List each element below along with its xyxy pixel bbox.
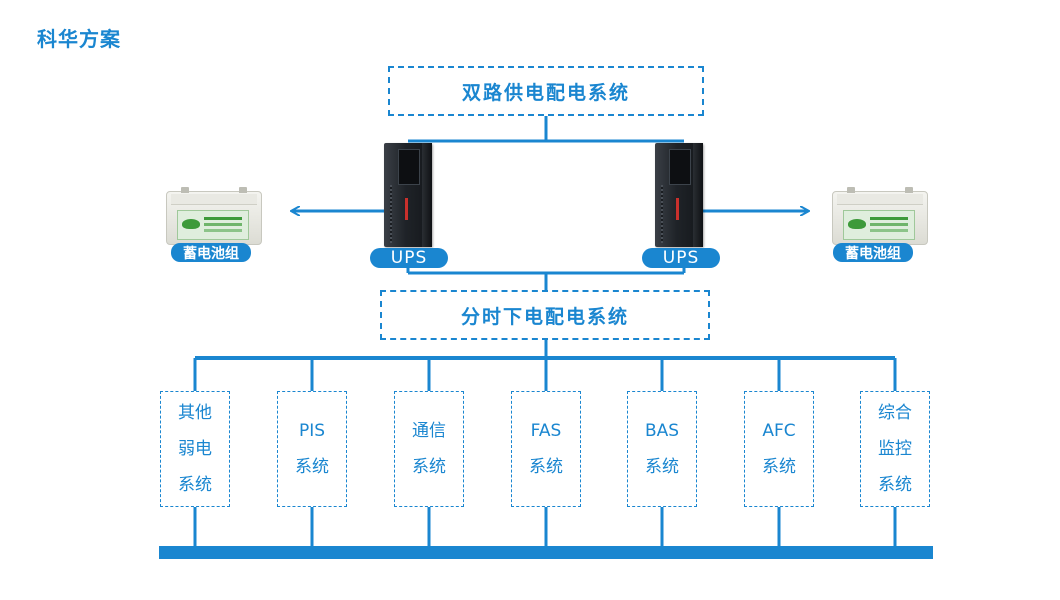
- system-label-line: 其他: [178, 403, 212, 423]
- system-label-line: PIS: [298, 421, 326, 441]
- right-battery-label: 蓄电池组: [833, 243, 913, 262]
- left-battery-label: 蓄电池组: [171, 243, 251, 262]
- system-label-line: 通信: [412, 421, 446, 441]
- system-box-pis: PIS 系统: [277, 391, 347, 507]
- system-label-line: 系统: [178, 475, 212, 495]
- time-sharing-label: 分时下电配电系统: [460, 305, 629, 328]
- system-label-line: AFC: [762, 421, 796, 441]
- time-sharing-distribution-box: 分时下电配电系统: [380, 290, 710, 340]
- drop-lines: [193, 358, 897, 391]
- system-label-line: 弱电: [178, 439, 212, 459]
- left-ups-label: UPS: [370, 248, 448, 268]
- system-label-line: 系统: [645, 457, 679, 477]
- system-box-afc: AFC 系统: [744, 391, 814, 507]
- riser-lines: [193, 507, 897, 546]
- system-label-line: 综合: [878, 403, 912, 423]
- system-label-line: 系统: [529, 457, 563, 477]
- system-box-fas: FAS 系统: [511, 391, 581, 507]
- right-ups-label: UPS: [642, 248, 720, 268]
- page-title: 科华方案: [37, 27, 121, 51]
- system-box-integrated-monitoring: 综合 监控 系统: [860, 391, 930, 507]
- left-ups-cabinet-icon: [384, 143, 432, 247]
- system-box-bas: BAS 系统: [627, 391, 697, 507]
- system-label-line: BAS: [644, 421, 680, 441]
- system-box-other-weak-current: 其他 弱电 系统: [160, 391, 230, 507]
- system-label-line: 系统: [762, 457, 796, 477]
- right-ups-cabinet-icon: [655, 143, 703, 247]
- left-battery-icon: [166, 187, 262, 245]
- system-label-line: 系统: [878, 475, 912, 495]
- system-label-line: 系统: [412, 457, 446, 477]
- dual-power-label: 双路供电配电系统: [461, 81, 630, 104]
- dual-power-distribution-box: 双路供电配电系统: [388, 66, 704, 116]
- right-battery-icon: [832, 187, 928, 245]
- system-label-line: FAS: [530, 421, 562, 441]
- ground-bus-bar: [159, 546, 933, 559]
- system-label-line: 系统: [295, 457, 329, 477]
- system-box-communication: 通信 系统: [394, 391, 464, 507]
- system-label-line: 监控: [878, 439, 912, 459]
